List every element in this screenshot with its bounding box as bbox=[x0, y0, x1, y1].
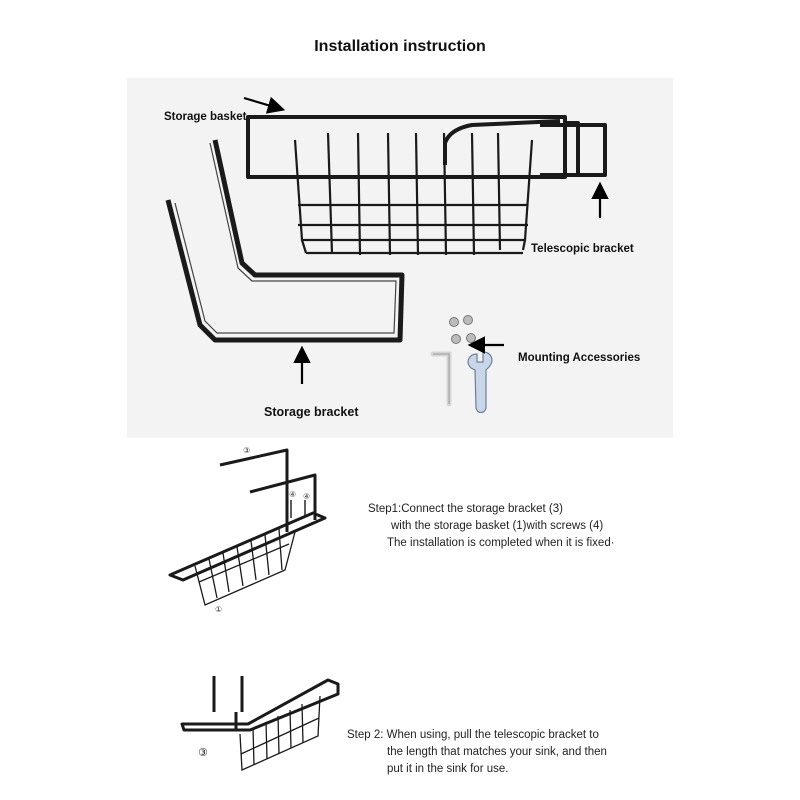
step2-line-2: the length that matches your sink, and t… bbox=[387, 746, 607, 758]
mounting-accessories-label: Mounting Accessories bbox=[518, 352, 641, 364]
step1-marker-4b: ④ bbox=[303, 492, 310, 501]
step1-line-3: The installation is completed when it is… bbox=[387, 537, 615, 549]
step1-marker-3: ③ bbox=[243, 446, 250, 455]
storage-bracket-illustration bbox=[165, 139, 405, 343]
step1-illustration: ③ ④ ④ ① bbox=[168, 446, 327, 614]
storage-bracket-label: Storage bracket bbox=[264, 405, 359, 419]
step1-marker-4a: ④ bbox=[289, 490, 296, 499]
step2-line-1: Step 2: When using, pull the telescopic … bbox=[347, 729, 599, 741]
product-panel bbox=[127, 78, 673, 438]
step2-text: Step 2: When using, pull the telescopic … bbox=[347, 727, 607, 778]
step1-line-2: with the storage basket (1)with screws (… bbox=[391, 520, 604, 532]
mounting-accessories-illustration bbox=[430, 315, 493, 414]
step2-marker-3: ③ bbox=[198, 746, 208, 759]
storage-basket-illustration bbox=[246, 115, 607, 256]
step1-marker-1: ① bbox=[215, 605, 222, 614]
storage-basket-label: Storage basket bbox=[164, 111, 247, 123]
telescopic-bracket-label: Telescopic bracket bbox=[531, 243, 634, 255]
storage-basket-arrow bbox=[243, 96, 286, 114]
step2-line-3: put it in the sink for use. bbox=[387, 763, 509, 775]
step1-line-1: Step1:Connect the storage bracket (3) bbox=[368, 503, 563, 515]
step1-text: Step1:Connect the storage bracket (3) wi… bbox=[368, 501, 615, 552]
step2-illustration: ③ bbox=[180, 676, 340, 771]
page-title: Installation instruction bbox=[314, 38, 486, 55]
callout-arrows bbox=[243, 96, 609, 384]
